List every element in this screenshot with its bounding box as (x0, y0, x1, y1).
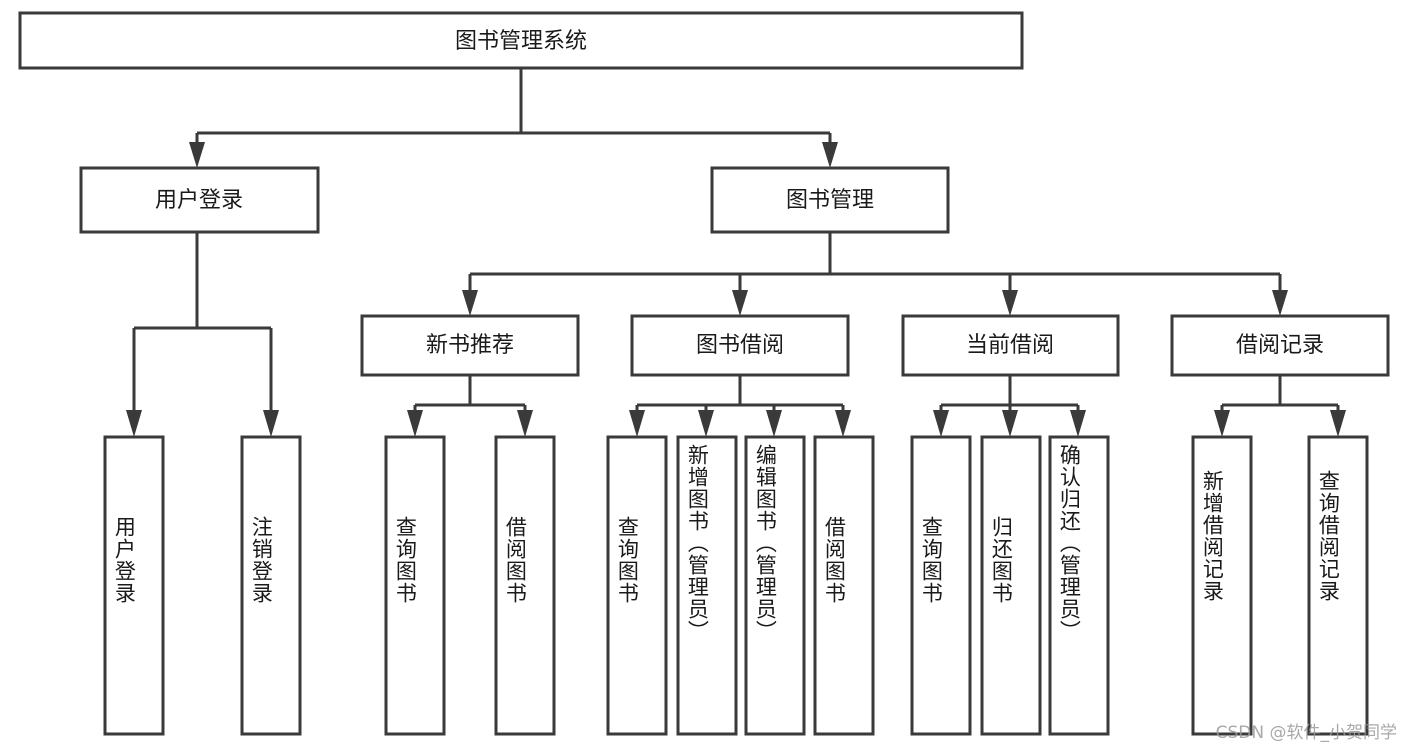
node-box-leaf-return-book[interactable] (980, 435, 1042, 736)
arrow-head-book-manage (822, 142, 838, 168)
node-box-leaf-borrow-book-2[interactable] (813, 435, 875, 736)
connector-group-user-login (126, 232, 279, 437)
arrow-head-new-book-rec (462, 290, 478, 316)
arrow-head-current-borrow (1002, 290, 1018, 316)
leaf-group-current-borrow (910, 435, 1110, 736)
node-box-leaf-user-login[interactable] (103, 435, 165, 736)
node-box-leaf-logout[interactable] (240, 435, 302, 736)
node-box-leaf-query-book-2[interactable] (606, 435, 668, 736)
node-box-leaf-query-record[interactable] (1307, 435, 1369, 736)
node-book-manage[interactable]: 图书管理 (710, 166, 950, 234)
node-box-book-manage[interactable] (710, 166, 950, 234)
node-current-borrow[interactable]: 当前借阅 (901, 314, 1120, 377)
arrow-head-leaf-logout (263, 410, 279, 437)
arrow-head-leaf-user-login (126, 410, 142, 437)
arrow-head-leaf-borrow-book-2 (835, 410, 851, 437)
node-box-leaf-add-record[interactable] (1191, 435, 1253, 736)
connector-group-current-borrow (933, 375, 1086, 437)
node-user-login[interactable]: 用户登录 (79, 166, 320, 234)
node-label-book-borrow: 图书借阅 (696, 333, 784, 358)
arrow-head-leaf-add-record (1214, 410, 1230, 437)
node-label-user-login: 用户登录 (155, 188, 243, 213)
arrow-head-leaf-query-book-2 (629, 410, 645, 437)
arrow-head-user-login (189, 142, 205, 168)
connector-group-book-borrow (629, 375, 851, 437)
leaf-group-user-login (103, 435, 302, 736)
leaf-group-new-book-rec (384, 435, 556, 736)
leaf-group-borrow-record (1191, 435, 1369, 736)
node-box-leaf-add-book[interactable] (676, 435, 738, 736)
node-box-leaf-confirm-return[interactable] (1048, 435, 1110, 736)
connector-group-book-manage (462, 232, 1288, 316)
node-new-book-rec[interactable]: 新书推荐 (360, 314, 580, 377)
node-label-borrow-record: 借阅记录 (1236, 333, 1324, 358)
node-label-root-title: 图书管理系统 (455, 29, 587, 54)
arrow-head-leaf-edit-book (766, 410, 782, 437)
arrow-head-book-borrow (732, 290, 748, 316)
leaf-group-book-borrow (606, 435, 875, 736)
node-root-title[interactable]: 图书管理系统 (18, 11, 1024, 70)
node-box-current-borrow[interactable] (901, 314, 1120, 377)
arrow-head-leaf-add-book (698, 410, 714, 437)
arrow-head-leaf-confirm-return (1070, 410, 1086, 437)
node-label-current-borrow: 当前借阅 (966, 333, 1054, 358)
node-box-borrow-record[interactable] (1170, 314, 1390, 377)
node-book-borrow[interactable]: 图书借阅 (630, 314, 850, 377)
node-box-leaf-edit-book[interactable] (744, 435, 806, 736)
arrow-head-borrow-record (1272, 290, 1288, 316)
connector-group-borrow-record (1214, 375, 1346, 437)
arrow-head-leaf-query-book-3 (933, 410, 949, 437)
node-label-new-book-rec: 新书推荐 (426, 333, 514, 358)
arrow-head-leaf-query-record (1330, 410, 1346, 437)
node-borrow-record[interactable]: 借阅记录 (1170, 314, 1390, 377)
arrow-head-leaf-query-book-1 (407, 410, 423, 437)
arrow-head-leaf-borrow-book-1 (517, 410, 533, 437)
connector-group-new-book-rec (407, 375, 533, 437)
node-box-leaf-query-book-1[interactable] (384, 435, 446, 736)
node-box-leaf-query-book-3[interactable] (910, 435, 972, 736)
node-box-root-title[interactable] (18, 11, 1024, 70)
arrow-head-leaf-return-book (1002, 410, 1018, 437)
node-box-user-login[interactable] (79, 166, 320, 234)
node-box-new-book-rec[interactable] (360, 314, 580, 377)
watermark-text: CSDN @软件_小贺同学 (1215, 723, 1397, 743)
connector-group-root (189, 68, 838, 168)
node-box-leaf-borrow-book-1[interactable] (494, 435, 556, 736)
node-label-book-manage: 图书管理 (786, 188, 874, 213)
node-box-book-borrow[interactable] (630, 314, 850, 377)
